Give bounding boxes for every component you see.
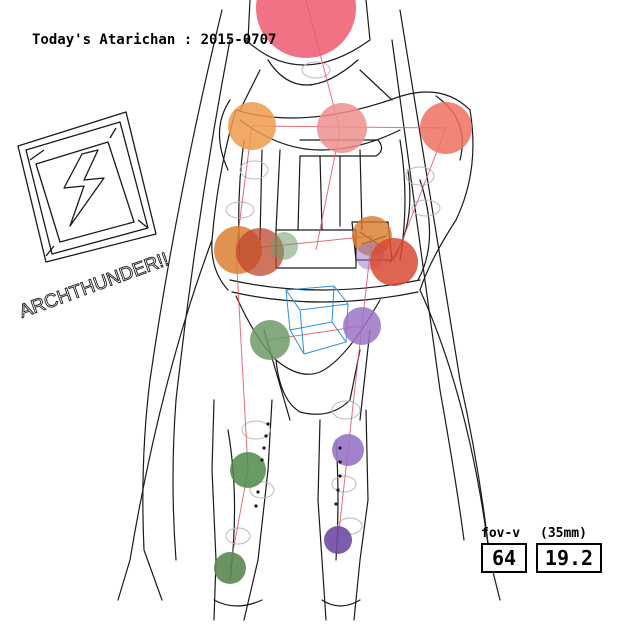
page-title: Today's Atarichan : 2015-0707 [32,32,277,48]
joint-head [256,0,356,58]
joint-ankle-left [214,552,246,584]
leg-dot-marks [254,422,342,508]
joint-shoulder-left [228,102,276,150]
joint-hip-left-green [270,232,298,260]
joint-knee-right [332,434,364,466]
joint-shoulder-right [420,102,472,154]
joint-knee-left-upper [250,320,290,360]
lightning-sticker [17,111,157,263]
lens-label: (35mm) [540,526,587,541]
figure-sketch-lines [117,0,501,621]
joint-ankle-right [324,526,352,554]
fov-label: fov-v [481,526,521,541]
fov-value-box[interactable]: 64 [481,543,527,573]
sticker-text: ARCHTHUNDER!! [17,249,172,323]
lightning-bolt-icon [63,149,105,227]
focal-length-box[interactable]: 19.2 [536,543,602,573]
joint-wrist-right-red [370,238,418,286]
pelvis-wireframe-box [285,285,349,355]
joint-markers [214,0,472,584]
joint-knee-left [230,452,266,488]
joint-chest [317,103,367,153]
joint-knee-right-upper [343,307,381,345]
